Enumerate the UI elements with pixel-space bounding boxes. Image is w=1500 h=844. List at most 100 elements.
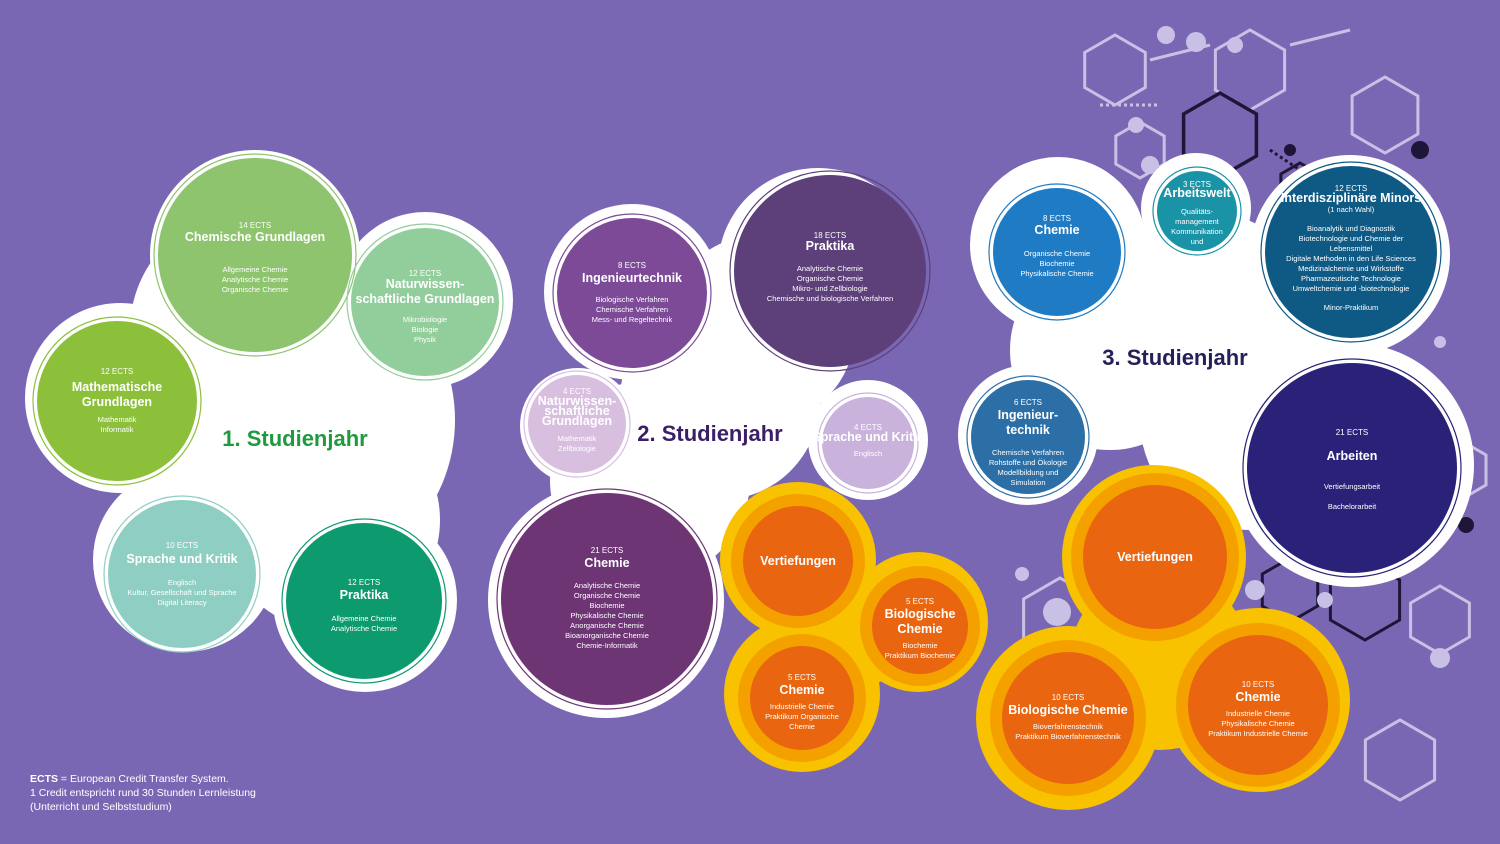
module-item: Biotechnologie und Chemie der: [1299, 234, 1404, 243]
module-ects: 4 ECTS: [854, 423, 882, 432]
module-title: Naturwissen-: [386, 277, 465, 291]
vertiefung-item: Physikalische Chemie: [1221, 719, 1294, 728]
module-title: schaftliche: [544, 404, 609, 418]
module-ects: 10 ECTS: [166, 541, 198, 550]
module-item: Organische Chemie: [574, 591, 640, 600]
module-ects: 4 ECTS: [563, 387, 591, 396]
module-extra: Minor-Praktikum: [1324, 303, 1379, 312]
module-circle: [993, 188, 1121, 316]
molecule-atom: [1284, 144, 1296, 156]
vertiefung-ects: 10 ECTS: [1242, 680, 1274, 689]
module-item: Modellbildung und: [998, 468, 1059, 477]
module-ring: [32, 316, 202, 486]
vertiefung-title: Chemie: [779, 683, 824, 697]
module-ects: 12 ECTS: [348, 578, 380, 587]
module-item: Chemie-Informatik: [576, 641, 638, 650]
module-extra: Personalführung: [1169, 264, 1224, 273]
module-item: Organische Chemie: [797, 274, 863, 283]
module-ring: [103, 495, 261, 653]
module-item: Allgemeine Chemie: [222, 265, 287, 274]
module-title: Arbeiten: [1327, 449, 1378, 463]
module-title: Sprache und Kritik: [812, 430, 923, 444]
molecule-atom: [1141, 156, 1159, 174]
module-circle: [1157, 171, 1237, 251]
module-item: Qualitäts-: [1181, 207, 1214, 216]
vertiefung-3: Vertiefungen: [1071, 473, 1239, 641]
vertiefung-circle: [743, 506, 853, 616]
module-item: Englisch: [854, 449, 882, 458]
module-item: Englisch: [168, 578, 196, 587]
footnote-line-1: ECTS = European Credit Transfer System.: [30, 773, 229, 785]
module-item: Chemische Verfahren: [992, 448, 1064, 457]
module-item: Pharmazeutische Technologie: [1301, 274, 1401, 283]
module-title: Sprache und Kritik: [126, 552, 237, 566]
molecule-ring: [1083, 33, 1147, 107]
module-circle: [557, 218, 707, 368]
module-title: Praktika: [340, 588, 390, 602]
vertiefung-circle: [1083, 485, 1227, 629]
vertiefung-title: Chemie: [1235, 690, 1280, 704]
module-item: Allgemeine Chemie: [331, 614, 396, 623]
module-ects: 8 ECTS: [1043, 214, 1071, 223]
module-item: Bioanorganische Chemie: [565, 631, 649, 640]
module-ring: [1242, 358, 1462, 578]
module-ects: 21 ECTS: [1336, 428, 1368, 437]
footnote-line-3: (Unterricht und Selbststudium): [30, 801, 172, 813]
module-item: Kommunikation: [1171, 227, 1223, 236]
module-2: 12 ECTSMathematischeGrundlagenMathematik…: [32, 316, 202, 486]
module-title: Grundlagen: [542, 414, 612, 428]
vertiefung-item: Praktikum Organische: [765, 712, 839, 721]
module-ring: [153, 153, 357, 357]
module-item: Physikalische Chemie: [570, 611, 643, 620]
molecule-atom: [1430, 648, 1450, 668]
vertiefung-circle: [750, 646, 854, 750]
module-circle: [528, 375, 626, 473]
molecule-atom: [1227, 37, 1243, 53]
module-title: Mathematische: [72, 380, 162, 394]
molecule-atom: [1245, 580, 1265, 600]
vertiefung-item: Industrielle Chemie: [1226, 709, 1290, 718]
module-item: Analytische Chemie: [797, 264, 863, 273]
vertiefung-item: Biochemie: [902, 641, 937, 650]
module-item: Biochemie: [589, 601, 624, 610]
module-title: Chemie: [584, 556, 629, 570]
vertiefung-item: Praktikum Bioverfahrenstechnik: [1015, 732, 1121, 741]
year-2-label: 2. Studienjahr: [637, 421, 783, 446]
vertiefung-1: 5 ECTSBiologischeChemieBiochemiePraktiku…: [860, 566, 980, 686]
footnote-line-2: 1 Credit entspricht rund 30 Stunden Lern…: [30, 787, 256, 799]
molecule-atom: [1411, 141, 1429, 159]
module-ring: [346, 223, 504, 381]
module-item: Digital Literacy: [157, 598, 206, 607]
module-item: management: [1175, 217, 1220, 226]
vertiefung-ects: 5 ECTS: [906, 597, 934, 606]
module-item: Analytische Chemie: [222, 275, 288, 284]
module-circle: [37, 321, 197, 481]
vertiefung-0: Vertiefungen: [731, 494, 865, 628]
module-ring: [496, 488, 718, 710]
module-circle: [286, 523, 442, 679]
vertiefung-circle: [1002, 652, 1134, 784]
module-11: 3 ECTSArbeitsweltQualitäts-managementKom…: [1152, 166, 1242, 273]
year-1-label: 1. Studienjahr: [222, 426, 368, 451]
molecule-atom: [1043, 598, 1071, 626]
vertiefung-ects: 10 ECTS: [1052, 693, 1084, 702]
vertiefung-item: Chemie: [789, 722, 815, 731]
module-item: Analytische Chemie: [331, 624, 397, 633]
molecule-atom: [1157, 26, 1175, 44]
year-3-label: 3. Studienjahr: [1102, 345, 1248, 370]
molecule-bond: [1289, 28, 1351, 47]
module-item: Organische Chemie: [1024, 249, 1090, 258]
module-circle: [351, 228, 499, 376]
module-circle: [1247, 363, 1457, 573]
module-circle: [158, 158, 352, 352]
